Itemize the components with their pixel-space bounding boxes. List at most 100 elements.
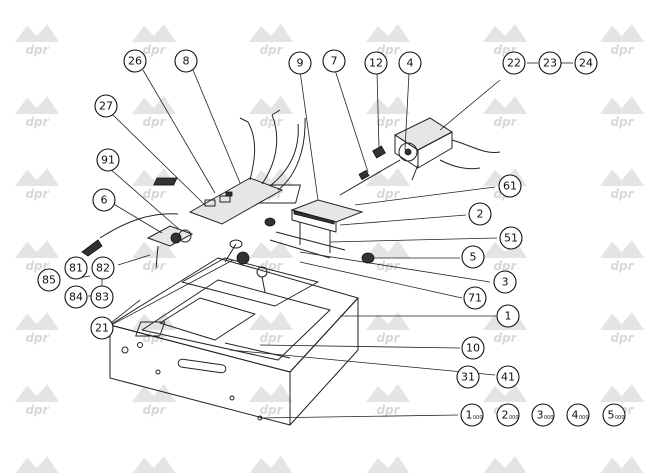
variant-number: 3 xyxy=(537,409,544,422)
callout-number: 5 xyxy=(470,251,477,264)
callout-9: 9 xyxy=(288,51,312,75)
callout-27: 27 xyxy=(94,94,118,118)
callout-31: 31 xyxy=(456,365,480,389)
watermark-text: dpr xyxy=(25,403,49,417)
variant-number: 4 xyxy=(572,409,579,422)
variant-circle xyxy=(460,403,484,427)
callout-number: 21 xyxy=(95,322,109,335)
variant-suffix: 000 xyxy=(509,415,519,421)
callout-number: 51 xyxy=(504,232,518,245)
callout-circle xyxy=(94,94,118,118)
watermark-text: dpr xyxy=(493,331,517,345)
watermark-text: dpr xyxy=(493,115,517,129)
variant-circle xyxy=(602,403,626,427)
callout-83: 83 xyxy=(90,285,114,309)
callout-24: 24 xyxy=(574,51,598,75)
watermark-logo: dpr xyxy=(483,456,527,473)
callout-circle xyxy=(498,174,522,198)
callout-circle xyxy=(92,188,116,212)
callout-number: 61 xyxy=(503,180,517,193)
callout-81: 81 xyxy=(64,256,88,280)
watermark-text: dpr xyxy=(259,403,283,417)
watermark-logo: dpr xyxy=(366,456,410,473)
watermark-logo: dpr xyxy=(15,456,59,473)
callout-number: 31 xyxy=(461,371,475,384)
watermark-text: dpr xyxy=(259,43,283,57)
slide-rail-assembly xyxy=(255,184,364,253)
callout-number: 71 xyxy=(468,292,482,305)
callout-number: 2 xyxy=(477,208,484,221)
callout-3: 3 xyxy=(493,270,517,294)
watermark-logo: dpr xyxy=(15,168,59,201)
callout-circle xyxy=(64,256,88,280)
watermark-logo: dpr xyxy=(15,312,59,345)
callout-number: 83 xyxy=(95,291,109,304)
callout-91: 91 xyxy=(96,148,120,172)
callout-circle xyxy=(288,51,312,75)
watermark-text: dpr xyxy=(25,43,49,57)
callout-circle xyxy=(96,148,120,172)
variant-suffix: 000 xyxy=(473,415,483,421)
leader-lines xyxy=(76,62,573,419)
power-cable-and-switch xyxy=(81,213,194,269)
callout-2: 2 xyxy=(468,202,492,226)
callout-23: 23 xyxy=(538,51,562,75)
watermark-logo: dpr xyxy=(15,384,59,417)
circuit-board xyxy=(153,109,306,225)
watermark-text: dpr xyxy=(610,43,634,57)
watermark-logo: dpr xyxy=(132,384,176,417)
variant-suffix: 000 xyxy=(579,415,589,421)
watermark-logo: dpr xyxy=(132,24,176,57)
watermark-logo: dpr xyxy=(249,384,293,417)
watermark-logo: dpr xyxy=(132,96,176,129)
callout-circle xyxy=(64,285,88,309)
motor xyxy=(393,117,501,181)
callout-number: 27 xyxy=(99,100,113,113)
watermark-text: dpr xyxy=(25,187,49,201)
callout-number: 26 xyxy=(128,55,142,68)
callout-4: 4 xyxy=(398,51,422,75)
callout-circle xyxy=(493,270,517,294)
watermark-text: dpr xyxy=(610,259,634,273)
callout-circle xyxy=(461,245,485,269)
callout-circle xyxy=(90,316,114,340)
callout-circle xyxy=(174,49,198,73)
callout-84: 84 xyxy=(64,285,88,309)
watermark-text: dpr xyxy=(142,115,166,129)
callout-circle xyxy=(468,202,492,226)
callout-number: 4 xyxy=(407,57,414,70)
callout-number: 24 xyxy=(579,57,593,70)
variant-number: 1 xyxy=(466,409,473,422)
callout-number: 22 xyxy=(507,57,521,70)
watermark-text: dpr xyxy=(493,259,517,273)
callout-82: 82 xyxy=(91,256,115,280)
variant-circle xyxy=(496,403,520,427)
watermark-text: dpr xyxy=(142,403,166,417)
callout-61: 61 xyxy=(498,174,522,198)
callout-number: 82 xyxy=(96,262,110,275)
watermark-logo: dpr xyxy=(366,384,410,417)
callout-21: 21 xyxy=(90,316,114,340)
watermark-logo: dpr xyxy=(15,240,59,273)
watermark-text: dpr xyxy=(142,259,166,273)
rollers-and-knobs xyxy=(224,217,375,293)
watermark-logo: dpr xyxy=(249,456,293,473)
variant-suffix: 000 xyxy=(615,415,625,421)
watermark-logo: dpr xyxy=(15,96,59,129)
callout-circle xyxy=(538,51,562,75)
callout-number: 1 xyxy=(505,310,512,323)
watermark-logo: dpr xyxy=(600,24,644,57)
callout-number: 41 xyxy=(501,371,515,384)
callout-circle xyxy=(90,285,114,309)
watermark-text: dpr xyxy=(610,115,634,129)
watermark-logo: dpr xyxy=(15,24,59,57)
callout-number: 9 xyxy=(297,57,304,70)
callout-10: 10 xyxy=(461,336,485,360)
watermark-logo: dpr xyxy=(600,96,644,129)
